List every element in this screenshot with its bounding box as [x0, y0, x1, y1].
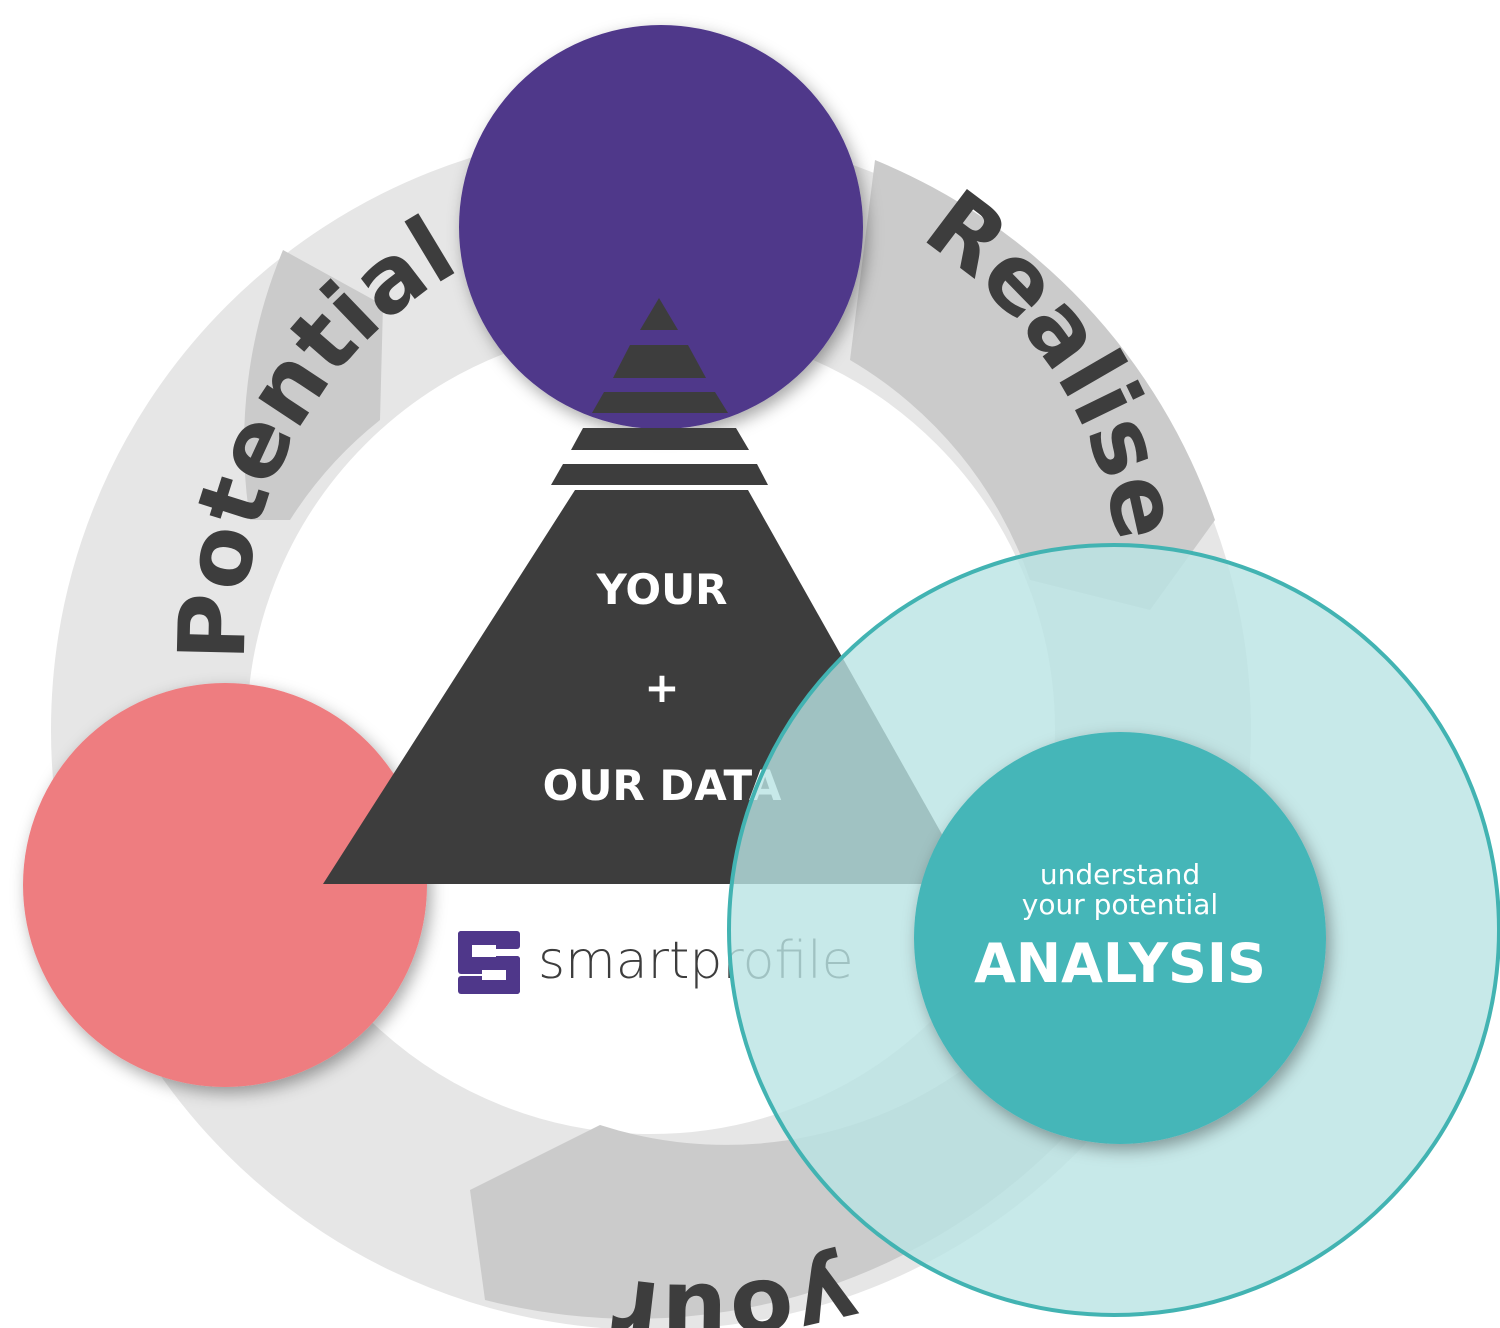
- triangle-label-plus: +: [644, 663, 679, 712]
- analysis-subtitle-line2: your potential: [1022, 888, 1218, 921]
- ring-arrow-segment-left: [244, 250, 383, 520]
- analysis-title: ANALYSIS: [974, 932, 1266, 995]
- coral-circle: [23, 683, 427, 1087]
- triangle-tip-segment: [592, 392, 728, 413]
- triangle-tip-segment: [640, 298, 678, 330]
- analysis-circle: [914, 732, 1326, 1144]
- triangle-tip-segment: [571, 428, 749, 450]
- triangle-label-our-data: OUR DATA: [543, 761, 782, 810]
- ring-arrow-segment-right: [850, 160, 1215, 610]
- triangle-dashed-tip: [551, 298, 768, 485]
- triangle-label-your: YOUR: [595, 565, 727, 614]
- smartprofile-logo-icon: [458, 931, 520, 994]
- purple-circle: [459, 25, 863, 429]
- analysis-subtitle-line1: understand: [1040, 858, 1200, 891]
- triangle-tip-segment: [551, 464, 768, 485]
- triangle-tip-segment: [613, 345, 706, 378]
